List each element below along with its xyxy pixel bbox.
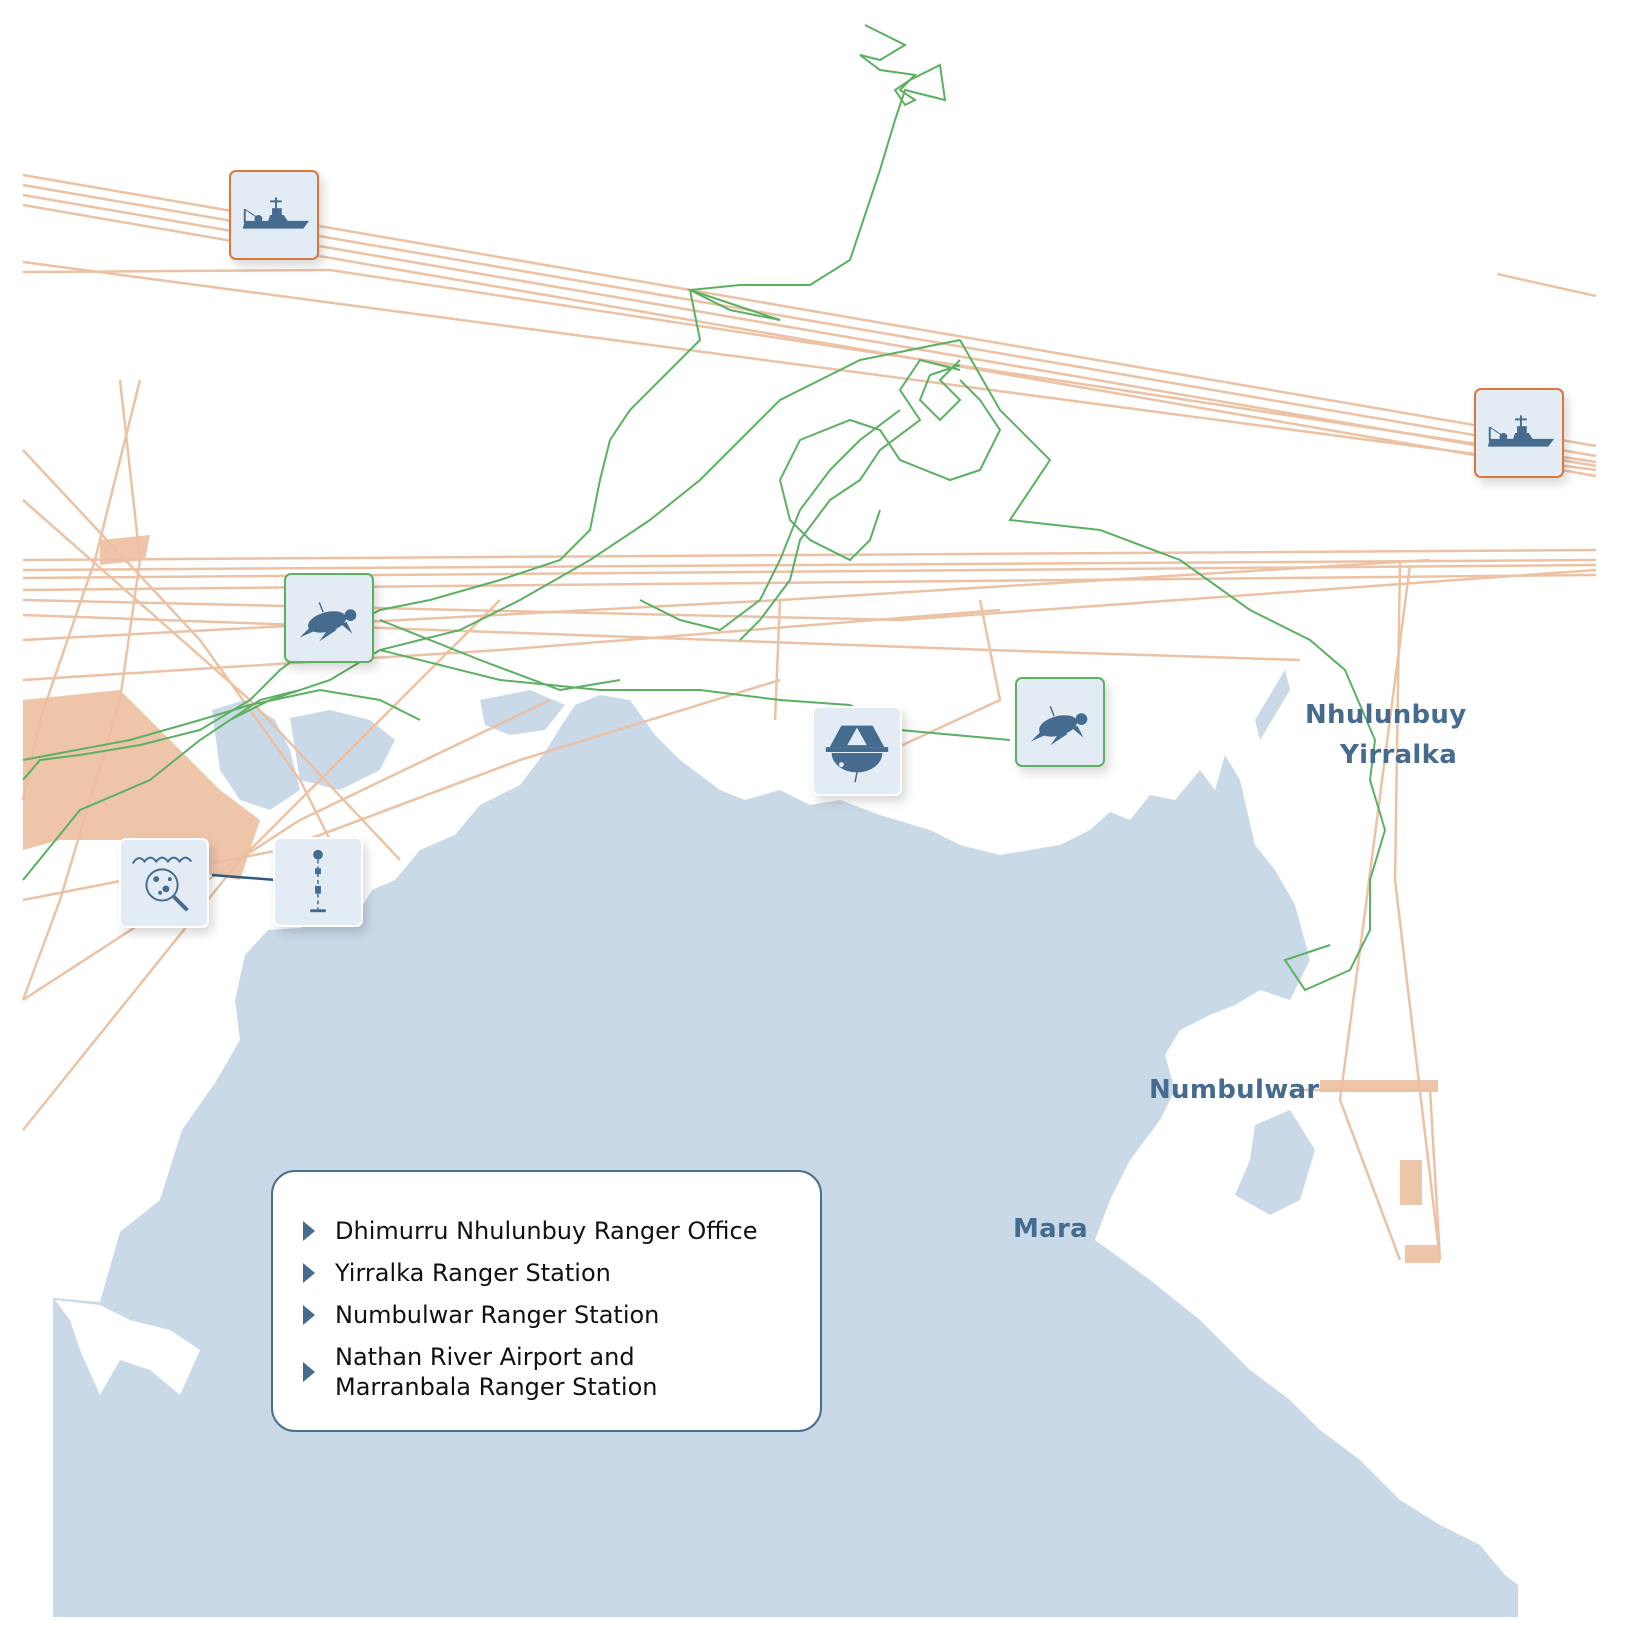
triangle-bullet-icon — [303, 1362, 315, 1382]
ranger-stations-legend: Dhimurru Nhulunbuy Ranger Office Yirralk… — [271, 1170, 822, 1432]
legend-item: Dhimurru Nhulunbuy Ranger Office — [303, 1216, 820, 1246]
vessel-track-clusters — [23, 535, 1440, 1263]
legend-item: Numbulwar Ranger Station — [303, 1300, 820, 1330]
wave-buoy-marker[interactable] — [812, 706, 902, 796]
triangle-bullet-icon — [303, 1263, 315, 1283]
place-label-nhulunbuy: Nhulunbuy — [1305, 700, 1467, 730]
legend-item-label: Numbulwar Ranger Station — [335, 1301, 660, 1329]
island — [1255, 670, 1290, 740]
research-vessel-icon — [1487, 415, 1555, 447]
connector-line — [211, 873, 277, 882]
island — [1235, 1110, 1315, 1215]
legend-item-label: Nathan River Airport and Marranbala Rang… — [335, 1343, 658, 1401]
vessel-marker[interactable] — [1474, 388, 1564, 478]
turtle-marker[interactable] — [1015, 677, 1105, 767]
wave-buoy-icon — [825, 725, 889, 783]
legend-item-label: Yirralka Ranger Station — [335, 1259, 611, 1287]
place-label-mara: Mara — [1013, 1214, 1088, 1244]
inlet — [55, 1300, 200, 1395]
vessel-marker[interactable] — [229, 170, 319, 260]
legend-item: Yirralka Ranger Station — [303, 1258, 820, 1288]
turtle-icon — [1030, 706, 1088, 746]
mooring-line-icon — [310, 849, 326, 913]
island — [212, 700, 300, 810]
place-label-yirralka: Yirralka — [1340, 740, 1458, 770]
place-label-numbulwar: Numbulwar — [1149, 1075, 1320, 1105]
legend-item: Nathan River Airport and Marranbala Rang… — [303, 1342, 820, 1402]
triangle-bullet-icon — [303, 1305, 315, 1325]
mooring-marker[interactable] — [273, 837, 363, 927]
research-vessel-icon — [242, 197, 310, 229]
microplastic-sampling-icon — [131, 856, 193, 912]
turtle-tracks — [22, 24, 1387, 992]
turtle-icon — [299, 602, 357, 642]
turtle-marker[interactable] — [284, 573, 374, 663]
legend-item-label: Dhimurru Nhulunbuy Ranger Office — [335, 1217, 758, 1245]
microplastics-marker[interactable] — [119, 838, 209, 928]
triangle-bullet-icon — [303, 1221, 315, 1241]
